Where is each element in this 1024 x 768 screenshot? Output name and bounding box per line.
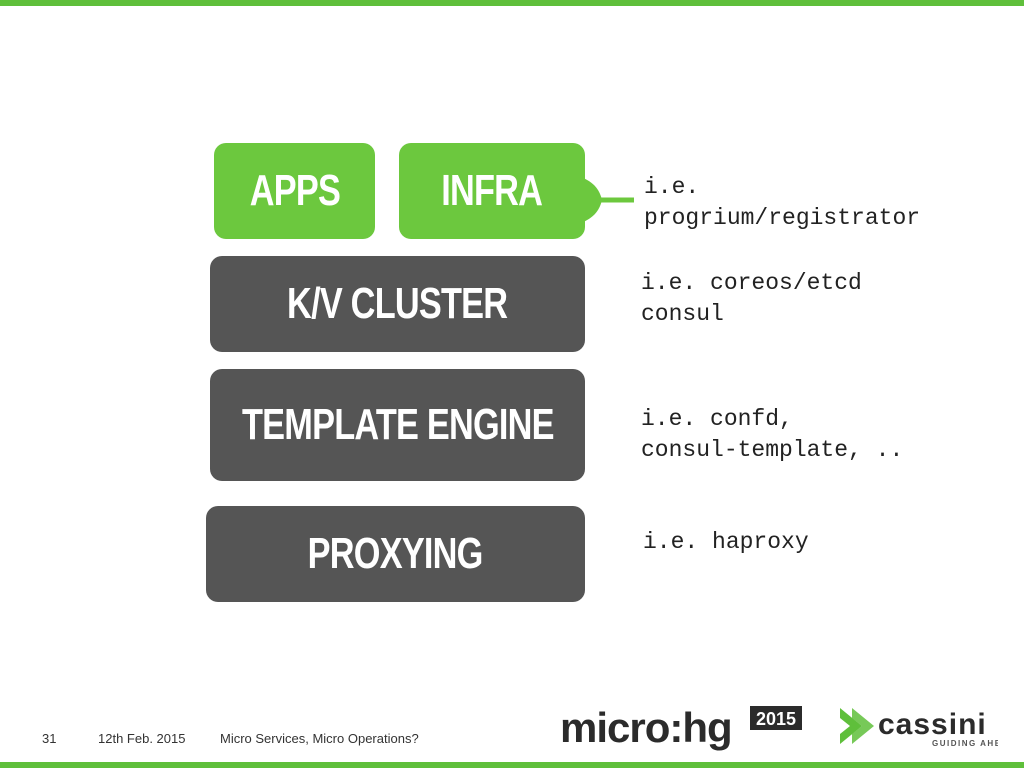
- apps-box: APPS: [214, 143, 375, 239]
- kv-cluster-label: K/V CLUSTER: [287, 279, 508, 328]
- footer-title: Micro Services, Micro Operations?: [220, 731, 419, 746]
- cassini-logo: cassini GUIDING AHEAD: [840, 708, 998, 748]
- note-template-engine: i.e. confd, consul-template, ..: [641, 406, 904, 463]
- note-proxying: i.e. haproxy: [643, 529, 809, 555]
- proxying-label: PROXYING: [308, 529, 484, 578]
- infra-box: INFRA: [399, 143, 585, 239]
- svg-text:2015: 2015: [756, 709, 796, 729]
- template-engine-box: TEMPLATE ENGINE: [210, 369, 585, 481]
- top-accent-bar: [0, 0, 1024, 6]
- bottom-accent-bar: [0, 762, 1024, 768]
- note-infra: i.e. progrium/registrator: [644, 174, 921, 231]
- page-number: 31: [42, 731, 57, 746]
- svg-text:micro:hg: micro:hg: [560, 704, 732, 751]
- apps-label: APPS: [249, 166, 340, 215]
- microxhg-logo: micro:hg 2015: [560, 704, 802, 751]
- svg-text:GUIDING AHEAD: GUIDING AHEAD: [932, 739, 998, 748]
- svg-text:cassini: cassini: [878, 708, 987, 741]
- template-engine-label: TEMPLATE ENGINE: [241, 400, 555, 449]
- footer-date: 12th Feb. 2015: [98, 731, 186, 746]
- note-kv-cluster: i.e. coreos/etcd consul: [641, 270, 862, 327]
- infra-connector: [578, 176, 634, 224]
- infra-label: INFRA: [441, 166, 544, 215]
- kv-cluster-box: K/V CLUSTER: [210, 256, 585, 352]
- proxying-box: PROXYING: [206, 506, 585, 602]
